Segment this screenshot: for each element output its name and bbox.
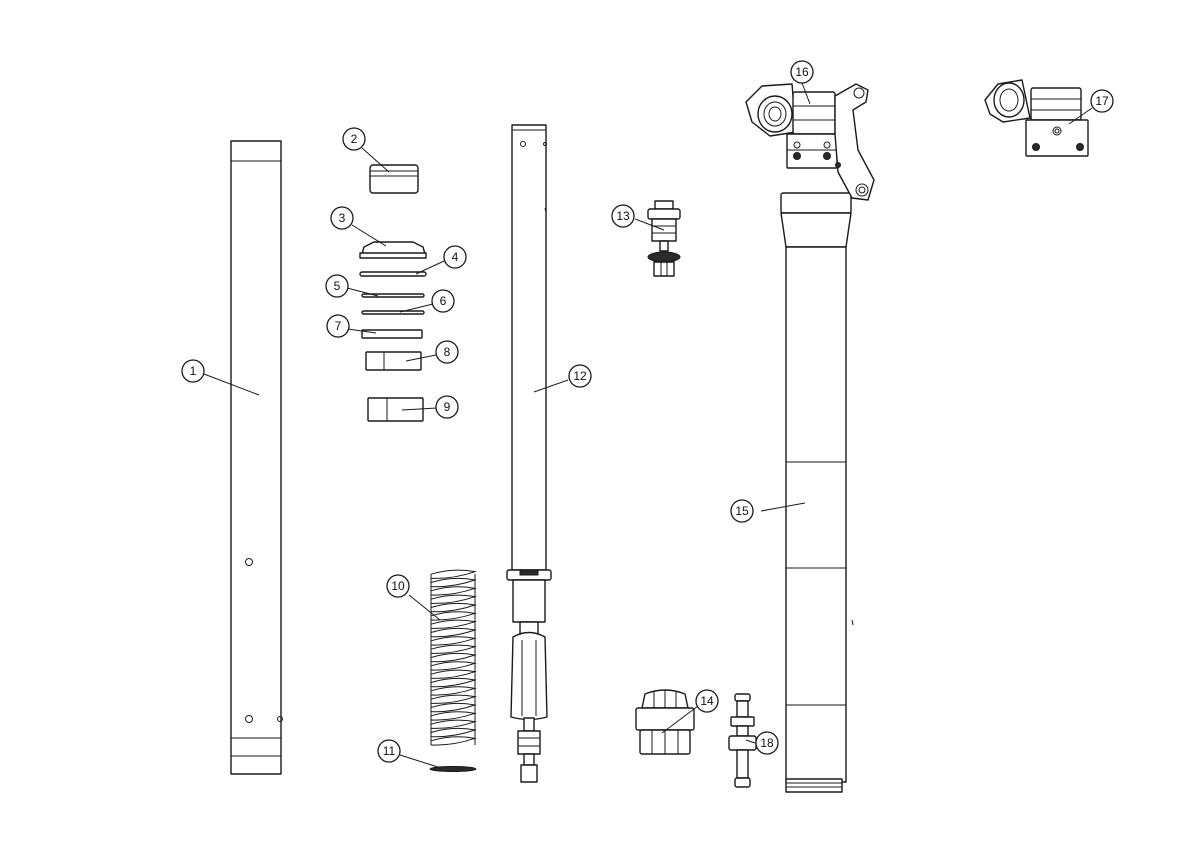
- callout-5: 5: [325, 274, 349, 298]
- callout-3: 3: [330, 206, 354, 230]
- callout-label: 15: [735, 504, 749, 518]
- callout-label: 10: [391, 579, 405, 593]
- callout-17: 17: [1090, 89, 1114, 113]
- callout-4: 4: [443, 245, 467, 269]
- callout-1: 1: [181, 359, 205, 383]
- callout-label: 7: [335, 319, 342, 333]
- callout-label: 18: [760, 736, 774, 750]
- callout-2: 2: [342, 127, 366, 151]
- callout-15: 15: [730, 499, 754, 523]
- callout-14: 14: [695, 689, 719, 713]
- callout-label: 2: [351, 132, 358, 146]
- callout-label: 3: [339, 211, 346, 225]
- part-15-lower-leg: [780, 192, 854, 793]
- part-1-tube: [230, 140, 283, 775]
- part-16-clamp: [745, 83, 875, 201]
- callout-label: 1: [190, 364, 197, 378]
- callout-13: 13: [611, 204, 635, 228]
- part-11-washer: [429, 766, 477, 772]
- callout-label: 13: [616, 209, 630, 223]
- callout-label: 4: [452, 250, 459, 264]
- part-2-cap: [369, 164, 419, 194]
- callout-label: 17: [1095, 94, 1109, 108]
- part-6-ring: [361, 310, 425, 315]
- callout-9: 9: [435, 395, 459, 419]
- part-7-washer: [361, 329, 423, 339]
- callout-label: 12: [573, 369, 587, 383]
- part-12-inner-tube: [506, 124, 552, 783]
- callout-16: 16: [790, 60, 814, 84]
- callout-leaders: [203, 82, 1093, 769]
- callout-18: 18: [755, 731, 779, 755]
- callout-label: 5: [334, 279, 341, 293]
- callout-6: 6: [431, 289, 455, 313]
- callout-8: 8: [435, 340, 459, 364]
- part-14-nut: [635, 689, 695, 755]
- callout-label: 16: [795, 65, 809, 79]
- part-4-ring: [359, 271, 427, 277]
- callout-label: 6: [440, 294, 447, 308]
- callout-7: 7: [326, 314, 350, 338]
- part-17-clamp: [984, 79, 1089, 157]
- callout-10: 10: [386, 574, 410, 598]
- part-18-adjuster: [728, 693, 757, 788]
- part-13-valve: [647, 200, 681, 277]
- callout-label: 9: [444, 400, 451, 414]
- part-10-spring: [430, 569, 477, 746]
- callout-label: 8: [444, 345, 451, 359]
- part-8-bushing: [365, 351, 422, 371]
- callout-11: 11: [377, 739, 401, 763]
- part-9-bushing: [367, 397, 424, 422]
- callout-12: 12: [568, 364, 592, 388]
- callout-label: 11: [383, 744, 396, 758]
- callout-label: 14: [700, 694, 714, 708]
- part-3-seal: [359, 241, 427, 259]
